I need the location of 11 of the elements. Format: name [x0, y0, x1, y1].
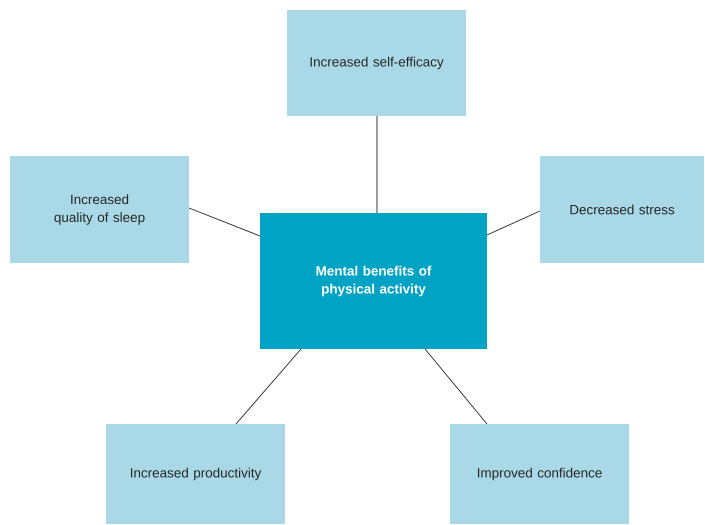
benefit-box: Increased self-efficacy [287, 10, 466, 116]
benefit-box: Increased quality of sleep [10, 156, 189, 263]
connector-line [486, 210, 540, 236]
connector-line [188, 208, 260, 236]
benefit-box: Decreased stress [540, 156, 704, 263]
connector-line [376, 116, 378, 214]
connector-line [236, 348, 302, 424]
benefit-box: Improved confidence [450, 424, 629, 524]
benefit-box: Increased productivity [106, 424, 285, 524]
connector-line [424, 348, 488, 424]
main-box: Mental benefits of physical activity [260, 212, 487, 349]
